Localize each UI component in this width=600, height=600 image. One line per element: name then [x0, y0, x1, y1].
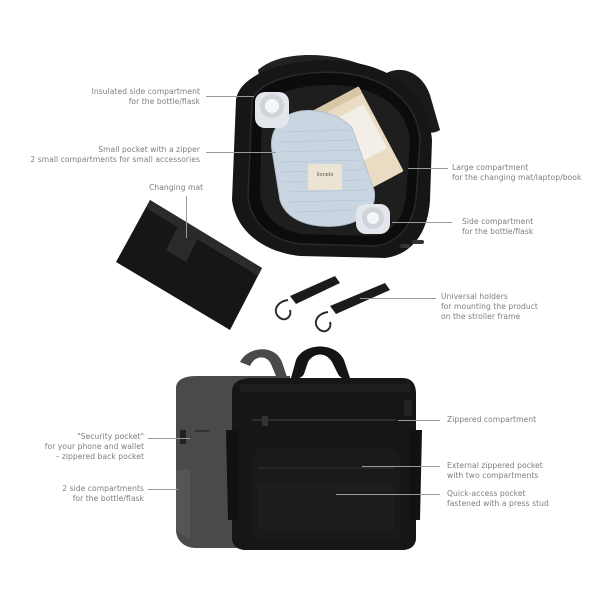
- changing-mat-illustration: [116, 200, 262, 330]
- callout-line: Universal holders: [441, 292, 508, 301]
- leader-line: [408, 168, 448, 169]
- callout-insulated-side-compartment: Insulated side compartment for the bottl…: [92, 87, 200, 107]
- callout-line: "Security pocket": [77, 432, 144, 441]
- leader-line: [148, 438, 190, 439]
- callout-line: Zippered compartment: [447, 415, 537, 424]
- callout-line: – zippered back pocket: [55, 452, 144, 461]
- callout-line: for the bottle/flask: [462, 227, 534, 236]
- callout-security-pocket: "Security pocket" for your phone and wal…: [45, 432, 144, 462]
- callout-line: for the bottle/flask: [128, 97, 200, 106]
- callout-side-compartment: Side compartment for the bottle/flask: [462, 217, 533, 237]
- leader-line: [360, 298, 436, 299]
- backpack-illustration: [176, 346, 422, 550]
- brand-tag: lionelo: [317, 172, 334, 178]
- callout-external-zippered-pocket: External zippered pocket with two compar…: [447, 461, 543, 481]
- callout-line: Insulated side compartment: [91, 87, 200, 96]
- leader-line: [362, 466, 440, 467]
- leader-line: [336, 494, 440, 495]
- callout-large-compartment: Large compartment for the changing mat/l…: [452, 163, 581, 183]
- callout-line: Quick-access pocket: [447, 489, 526, 498]
- stroller-holders-illustration: [274, 276, 390, 333]
- callout-line: for the bottle/flask: [72, 494, 144, 503]
- callout-universal-holders: Universal holders for mounting the produ…: [441, 292, 538, 322]
- leader-line: [206, 152, 276, 153]
- callout-line: for mounting the product: [441, 302, 538, 311]
- leader-line: [206, 96, 254, 97]
- callout-line: fastened with a press stud: [447, 499, 549, 508]
- callout-small-pocket: Small pocket with a zipper 2 small compa…: [30, 145, 200, 165]
- leader-line: [392, 222, 452, 223]
- callout-line: External zippered pocket: [447, 461, 543, 470]
- callout-quick-access-pocket: Quick-access pocket fastened with a pres…: [447, 489, 549, 509]
- leader-line: [148, 489, 178, 490]
- open-bag-illustration: lionelo: [232, 54, 440, 258]
- bottle-icon: [356, 204, 390, 234]
- callout-zippered-compartment: Zippered compartment: [447, 415, 536, 425]
- callout-line: for your phone and wallet: [44, 442, 144, 451]
- leader-line: [186, 196, 187, 238]
- callout-line: Changing mat: [149, 183, 204, 192]
- bottle-icon: [255, 92, 289, 128]
- callout-line: with two compartments: [447, 471, 539, 480]
- callout-changing-mat: Changing mat: [149, 183, 203, 193]
- leader-line: [398, 420, 440, 421]
- callout-line: Small pocket with a zipper: [98, 145, 200, 154]
- callout-side-compartments: 2 side compartments for the bottle/flask: [62, 484, 144, 504]
- callout-line: Side compartment: [462, 217, 534, 226]
- callout-line: on the stroller frame: [441, 312, 521, 321]
- callout-line: 2 side compartments: [62, 484, 144, 493]
- callout-line: 2 small compartments for small accessori…: [30, 155, 200, 164]
- callout-line: for the changing mat/laptop/book: [452, 173, 582, 182]
- callout-line: Large compartment: [452, 163, 529, 172]
